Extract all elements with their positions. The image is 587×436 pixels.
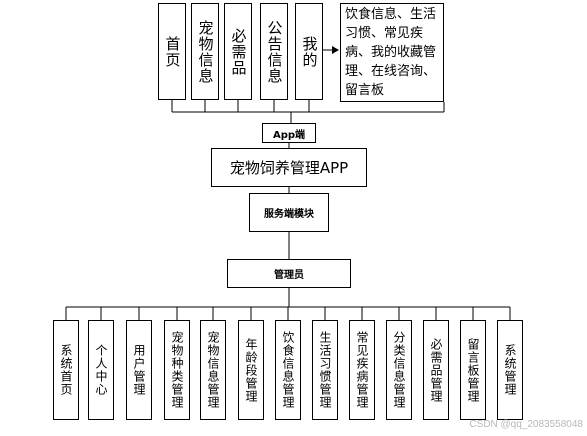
module-pet-info: 宠物信息 — [191, 3, 219, 100]
admin-module-disease-mgmt: 常见疾病管理 — [349, 320, 375, 420]
admin-module-system-home: 系统首页 — [53, 320, 79, 420]
admin-module-diet-info-mgmt: 饮食信息管理 — [275, 320, 301, 420]
admin-module-pet-category-mgmt: 宠物种类管理 — [164, 320, 190, 420]
admin-module-necessities-mgmt: 必需品管理 — [423, 320, 449, 420]
admin-module-system-mgmt: 系统管理 — [497, 320, 523, 420]
app-end-box: App端 — [262, 123, 316, 143]
admin-module-message-board-mgmt: 留言板管理 — [460, 320, 486, 420]
admin-module-pet-info-mgmt: 宠物信息管理 — [200, 320, 226, 420]
module-home: 首页 — [158, 3, 186, 100]
admin-module-habits-mgmt: 生活习惯管理 — [312, 320, 338, 420]
admin-module-personal-center: 个人中心 — [88, 320, 114, 420]
watermark-text: CSDN @qq_2083558048 — [469, 419, 583, 430]
admin-module-age-group-mgmt: 年龄段管理 — [238, 320, 264, 420]
admin-box: 管理员 — [227, 259, 351, 288]
admin-module-classified-info-mgmt: 分类信息管理 — [386, 320, 412, 420]
mine-detail-box: 饮食信息、生活习惯、常见疾病、我的收藏管理、在线咨询、留言板 — [340, 3, 444, 102]
module-necessities: 必需品 — [224, 3, 252, 100]
server-module-box: 服务端模块 — [249, 193, 329, 232]
module-mine: 我的 — [295, 3, 323, 100]
app-title-box: 宠物饲养管理APP — [211, 148, 367, 187]
admin-module-user-mgmt: 用户管理 — [126, 320, 152, 420]
module-announcements: 公告信息 — [260, 3, 288, 100]
